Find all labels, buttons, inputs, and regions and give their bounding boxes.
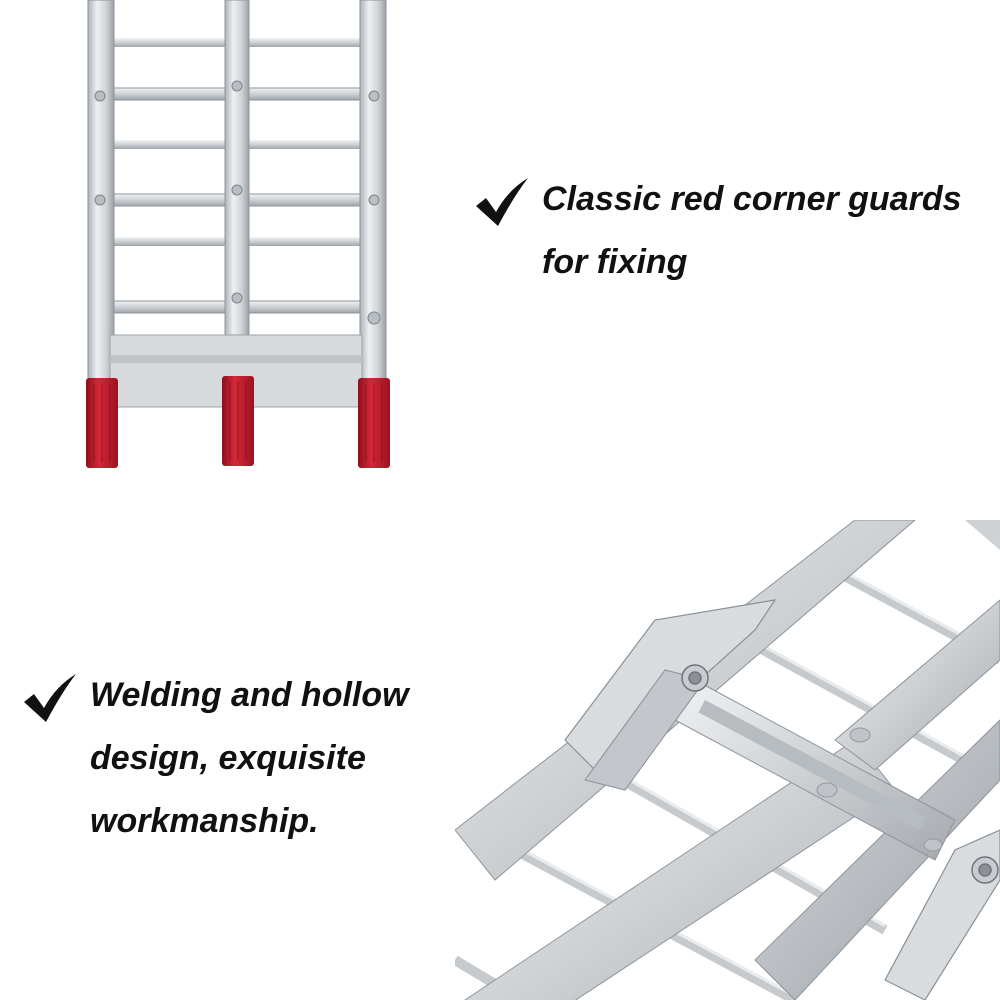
feature-line: design, exquisite: [90, 739, 366, 777]
checkmark-icon: [474, 176, 532, 228]
feature-line: Welding and hollow: [90, 676, 409, 714]
ramp-end-photo: [60, 0, 420, 480]
red-corner-guards: [86, 376, 390, 468]
checkmark-icon: [22, 672, 80, 724]
feature-line: Classic red corner guards: [542, 180, 962, 218]
feature-text: Welding and hollow design, exquisite wor…: [90, 664, 452, 853]
feature-line: for fixing: [542, 243, 688, 281]
ramp-hinge-closeup-photo: [455, 520, 1000, 1000]
feature-line: workmanship.: [90, 802, 319, 840]
feature-corner-guards: Classic red corner guards for fixing: [474, 168, 1000, 294]
feature-text: Classic red corner guards for fixing: [542, 168, 1000, 294]
feature-welding-design: Welding and hollow design, exquisite wor…: [22, 664, 452, 853]
